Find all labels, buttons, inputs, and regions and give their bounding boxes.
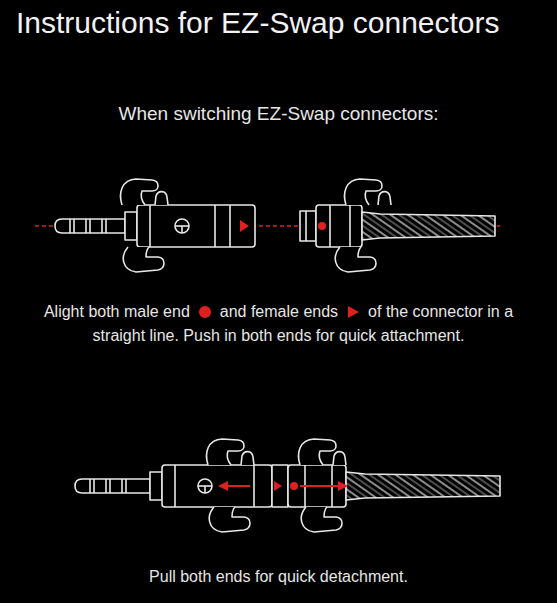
- pull-arrows: [218, 481, 348, 491]
- fingers: [207, 439, 346, 532]
- detach-text: Pull both ends for quick detachment.: [0, 568, 557, 586]
- male-mark: [198, 305, 212, 319]
- instruction-part: Alight both male end: [44, 303, 190, 320]
- cable-connector: [288, 465, 500, 507]
- plug-body: [150, 465, 288, 507]
- plug-tip: [75, 479, 150, 493]
- subtitle: When switching EZ-Swap connectors:: [0, 103, 557, 125]
- page-title: Instructions for EZ-Swap connectors: [16, 6, 500, 40]
- plug-body: [125, 205, 255, 247]
- instruction-part: and female ends: [220, 303, 338, 320]
- plug-tip: [55, 219, 125, 233]
- fingers: [121, 179, 391, 272]
- instruction-text: Alight both male endand female endsof th…: [30, 300, 527, 348]
- female-mark: [346, 305, 360, 319]
- cable-connector: [300, 205, 495, 247]
